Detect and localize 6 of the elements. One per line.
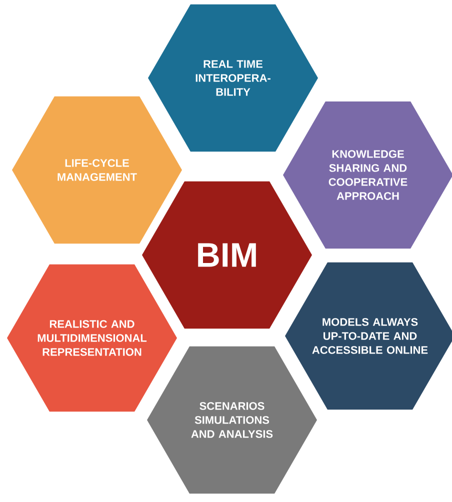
hexagon: REALISTIC AND MULTIDIMENSIONAL REPRESENTATION	[7, 264, 177, 412]
center-hexagon: BIM	[142, 181, 312, 329]
hexagon: MODELS ALWAYS UP-TO-DATE AND ACCESSIBLE ONLINE	[285, 262, 452, 410]
hexagon: KNOWLEDGE SHARING AND COOPERATIVE APPROACH	[283, 101, 452, 249]
hexagon: REAL TIME INTEROPERA-BILITY	[148, 4, 318, 152]
hexagon: LIFE-CYCLE MANAGEMENT	[12, 96, 182, 244]
